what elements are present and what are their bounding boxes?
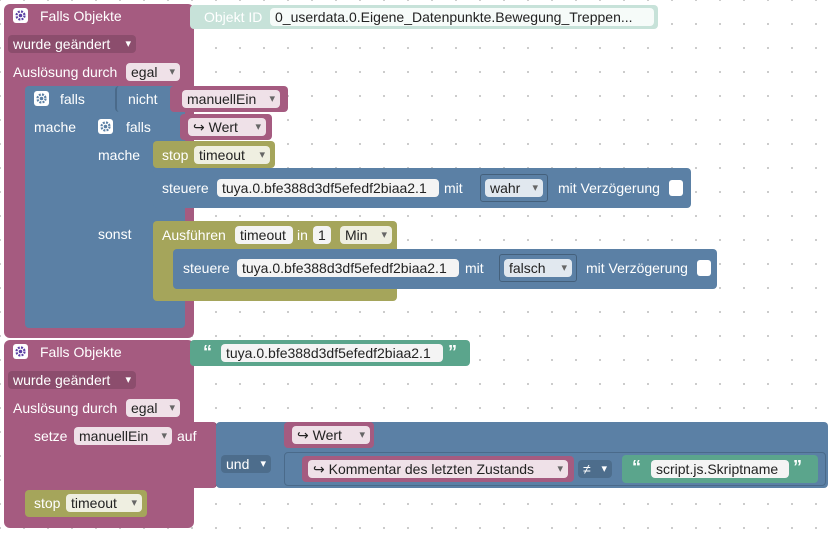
in-label: in [297,227,308,243]
mit-label: mit [444,180,463,196]
operator-dropdown[interactable]: ≠ [578,460,612,478]
variable-dropdown-manuellein[interactable]: manuellEin [182,90,280,108]
return-arrow-icon: ↪ [313,461,329,477]
trigger-header-2: Falls Objekte [40,344,122,360]
steuere-device-field[interactable]: tuya.0.bfe388d3df5efedf2biaa2.1 [217,179,439,197]
wert-dropdown-2-label: Wert [312,427,342,443]
stop-timeout-dropdown[interactable]: timeout [194,146,270,164]
wert-dropdown-2[interactable]: ↪ Wert [292,426,370,444]
steuere-label-2: steuere [183,260,230,276]
verzoegerung-checkbox[interactable] [669,180,683,196]
objekt-id-label: Objekt ID [204,9,263,25]
mache-label: mache [34,119,77,135]
not-block[interactable] [115,86,179,112]
return-arrow-icon: ↪ [193,119,209,135]
steuere-label: steuere [162,180,209,196]
sonst-label: sonst [98,226,132,242]
wahr-dropdown[interactable]: wahr [485,179,543,197]
stop-timeout-dropdown-2[interactable]: timeout [66,494,142,512]
trigger-dropdown[interactable]: wurde geändert [8,35,136,53]
nicht-label: nicht [128,91,158,107]
close-quote-icon: ” [448,342,457,362]
gear-icon[interactable] [13,8,28,23]
falls-label: falls [60,91,85,107]
stop-label-2: stop [34,495,61,511]
stop-label: stop [162,147,189,163]
trigger-header: Falls Objekte [40,8,122,24]
falsch-dropdown[interactable]: falsch [504,259,572,277]
gear-icon[interactable] [13,344,28,359]
verzoegerung-label-2: mit Verzögerung [586,260,688,276]
gear-icon[interactable] [98,119,113,134]
trigger-dropdown-2[interactable]: wurde geändert [8,371,136,389]
mit-label-2: mit [465,260,484,276]
timeout-name-field[interactable]: timeout [235,226,293,244]
open-quote-icon: “ [632,457,641,477]
setze-variable-dropdown[interactable]: manuellEin [74,427,172,445]
falls-label-inner: falls [126,119,151,135]
objekt-id-field[interactable]: 0_userdata.0.Eigene_Datenpunkte.Bewegung… [270,8,654,26]
close-quote-icon: ” [793,457,802,477]
unit-dropdown[interactable]: Min [340,226,392,244]
wert-dropdown-label: Wert [208,119,238,135]
object-text-field[interactable]: tuya.0.bfe388d3df5efedf2biaa2.1 [221,344,443,362]
ausfuehren-label: Ausführen [162,227,226,243]
steuere-device-field-2[interactable]: tuya.0.bfe388d3df5efedf2biaa2.1 [237,259,459,277]
return-arrow-icon: ↪ [297,427,313,443]
ausloesung-label: Auslösung durch [13,64,118,80]
mache-label-inner: mache [98,147,141,163]
verzoegerung-checkbox-2[interactable] [697,260,711,276]
kommentar-dropdown-label: Kommentar des letzten Zustands [328,461,535,477]
ausloesung-label-2: Auslösung durch [13,400,118,416]
amount-field[interactable]: 1 [313,226,331,244]
value-outline [480,174,548,202]
ausloesung-dropdown[interactable]: egal [126,63,180,81]
kommentar-dropdown[interactable]: ↪ Kommentar des letzten Zustands [308,460,568,478]
ausloesung-dropdown-2[interactable]: egal [126,399,180,417]
trigger-block-1-tab [20,334,34,338]
setze-label: setze [34,428,68,444]
wert-dropdown[interactable]: ↪ Wert [188,118,266,136]
auf-label: auf [177,428,197,444]
open-quote-icon: “ [203,342,212,362]
skriptname-field[interactable]: script.js.Skriptname [651,460,789,478]
verzoegerung-label: mit Verzögerung [558,180,660,196]
gear-icon[interactable] [34,91,49,106]
value-outline-2 [499,254,577,282]
und-dropdown[interactable]: und [221,455,271,473]
